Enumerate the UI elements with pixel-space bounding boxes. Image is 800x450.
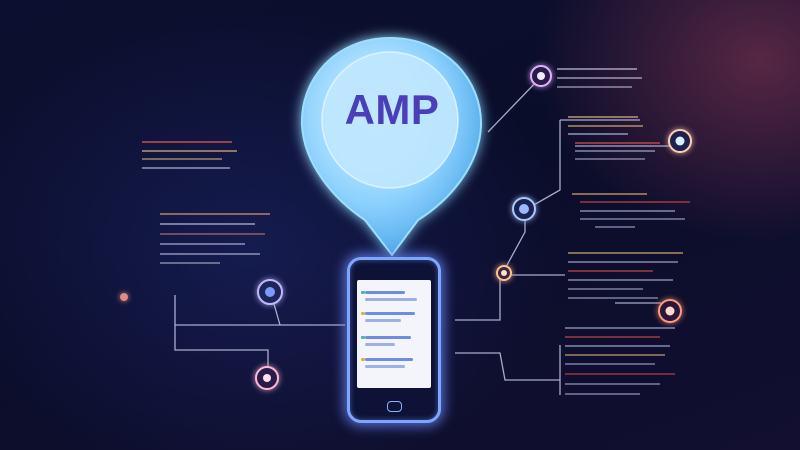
home-button [387,401,402,412]
text-snippet-top-right [557,68,642,88]
text-snippet-mid-left [160,213,270,264]
text-snippet-right-1 [568,116,660,160]
text-snippet-right-3 [568,252,683,299]
node-faint-left [120,293,128,301]
network-nodes [120,65,692,390]
smartphone-icon [347,257,441,423]
location-pin-icon [300,36,483,257]
connector-lines [174,77,670,395]
amp-badge-label: AMP [344,86,440,133]
text-snippet-bottom-right [565,327,675,395]
text-snippet-right-2 [572,193,690,228]
text-snippet-top-left [142,141,237,169]
phone-screen [357,280,431,388]
